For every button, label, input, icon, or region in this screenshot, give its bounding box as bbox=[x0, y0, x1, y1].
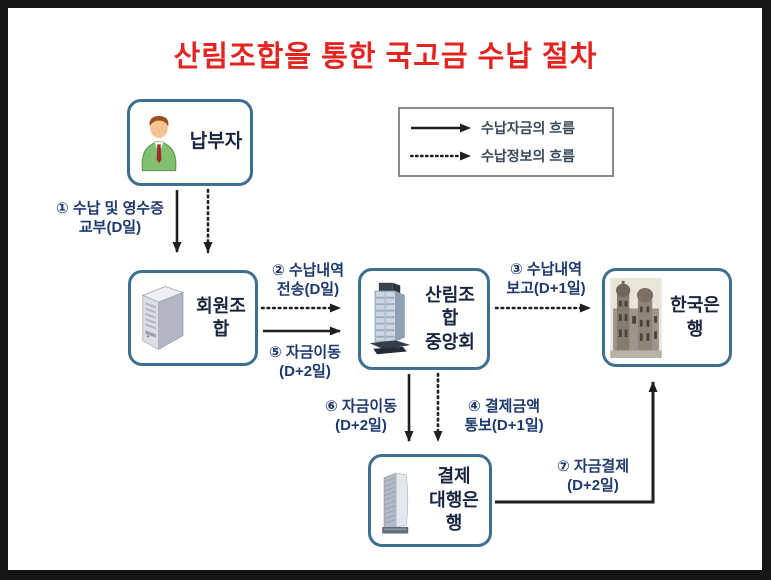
payer-box: 납부자 bbox=[127, 99, 253, 186]
legend-box: 수납자금의 흐름 수납정보의 흐름 bbox=[398, 107, 614, 177]
legend-funds-label: 수납자금의 흐름 bbox=[481, 120, 576, 136]
server-icon bbox=[131, 280, 193, 356]
flow-step-7-label: ⑦ 자금결제 (D+2일) bbox=[556, 458, 630, 495]
office-building-icon bbox=[361, 278, 419, 360]
flow-step-2-label: ② 수납내역 전송(D일) bbox=[271, 262, 345, 299]
legend-row-info: 수납정보의 흐름 bbox=[410, 146, 602, 166]
central-federation-label-line1: 산림조합 bbox=[425, 284, 475, 329]
flow-step-4-label: ④ 결제금액 통보(D+1일) bbox=[464, 398, 544, 435]
classic-bank-building-icon bbox=[605, 277, 667, 358]
flow-step-1-label: ① 수납 및 영수증 교부(D일) bbox=[55, 200, 164, 237]
flow-step-5-label: ⑤ 자금이동 (D+2일) bbox=[268, 344, 342, 381]
member-coop-label: 회원조합 bbox=[196, 295, 246, 339]
member-coop-box: 회원조합 bbox=[128, 270, 258, 366]
central-federation-label-line2: 중앙회 bbox=[425, 331, 475, 352]
settlement-bank-label: 결제 대행은행 bbox=[425, 465, 489, 535]
settlement-bank-label-line2: 대행은행 bbox=[429, 489, 479, 534]
person-icon bbox=[130, 112, 188, 174]
legend-info-label: 수납정보의 흐름 bbox=[481, 148, 576, 164]
bank-of-korea-label: 한국은행 bbox=[670, 295, 720, 339]
legend-row-funds: 수납자금의 흐름 bbox=[410, 118, 602, 138]
bank-of-korea-box: 한국은행 bbox=[602, 268, 732, 367]
payer-label: 납부자 bbox=[189, 131, 243, 153]
tower-building-icon bbox=[371, 462, 425, 540]
flow-step-6-label: ⑥ 자금이동 (D+2일) bbox=[324, 398, 398, 435]
page-title: 산림조합을 통한 국고금 수납 절차 bbox=[173, 41, 598, 73]
central-federation-box: 산림조합 중앙회 bbox=[358, 268, 490, 370]
dotted-arrow-icon bbox=[410, 151, 471, 161]
solid-arrow-icon bbox=[411, 123, 471, 133]
settlement-bank-box: 결제 대행은행 bbox=[368, 454, 492, 547]
flow-step-3-label: ③ 수납내역 보고(D+1일) bbox=[506, 261, 586, 298]
settlement-bank-label-line1: 결제 bbox=[437, 466, 471, 487]
central-federation-label: 산림조합 중앙회 bbox=[419, 284, 487, 354]
